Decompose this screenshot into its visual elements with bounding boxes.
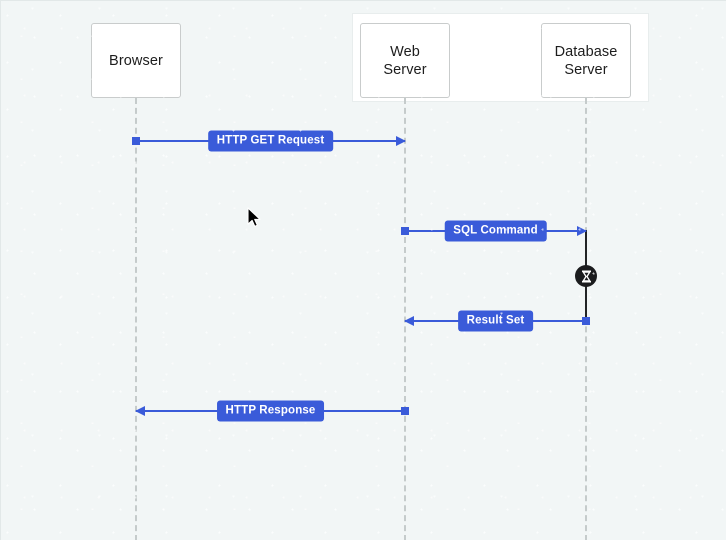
- lifeline-browser: [135, 98, 137, 540]
- message-origin-marker: [582, 317, 590, 325]
- message-label-http-response[interactable]: HTTP Response: [216, 400, 325, 422]
- hourglass-icon[interactable]: [575, 265, 597, 287]
- message-arrowhead-icon: [404, 316, 414, 326]
- message-label-sql-command[interactable]: SQL Command: [444, 220, 547, 242]
- message-origin-marker: [401, 227, 409, 235]
- message-arrowhead-icon: [577, 226, 587, 236]
- participant-browser[interactable]: Browser: [91, 23, 181, 98]
- message-label-http-get-request[interactable]: HTTP GET Request: [207, 130, 334, 152]
- participant-web-server[interactable]: Web Server: [360, 23, 450, 98]
- message-label-result-set[interactable]: Result Set: [457, 310, 534, 332]
- message-origin-marker: [401, 407, 409, 415]
- participant-database-server[interactable]: Database Server: [541, 23, 631, 98]
- message-origin-marker: [132, 137, 140, 145]
- message-arrowhead-icon: [135, 406, 145, 416]
- message-arrowhead-icon: [396, 136, 406, 146]
- arrow-cursor-icon: [247, 207, 261, 227]
